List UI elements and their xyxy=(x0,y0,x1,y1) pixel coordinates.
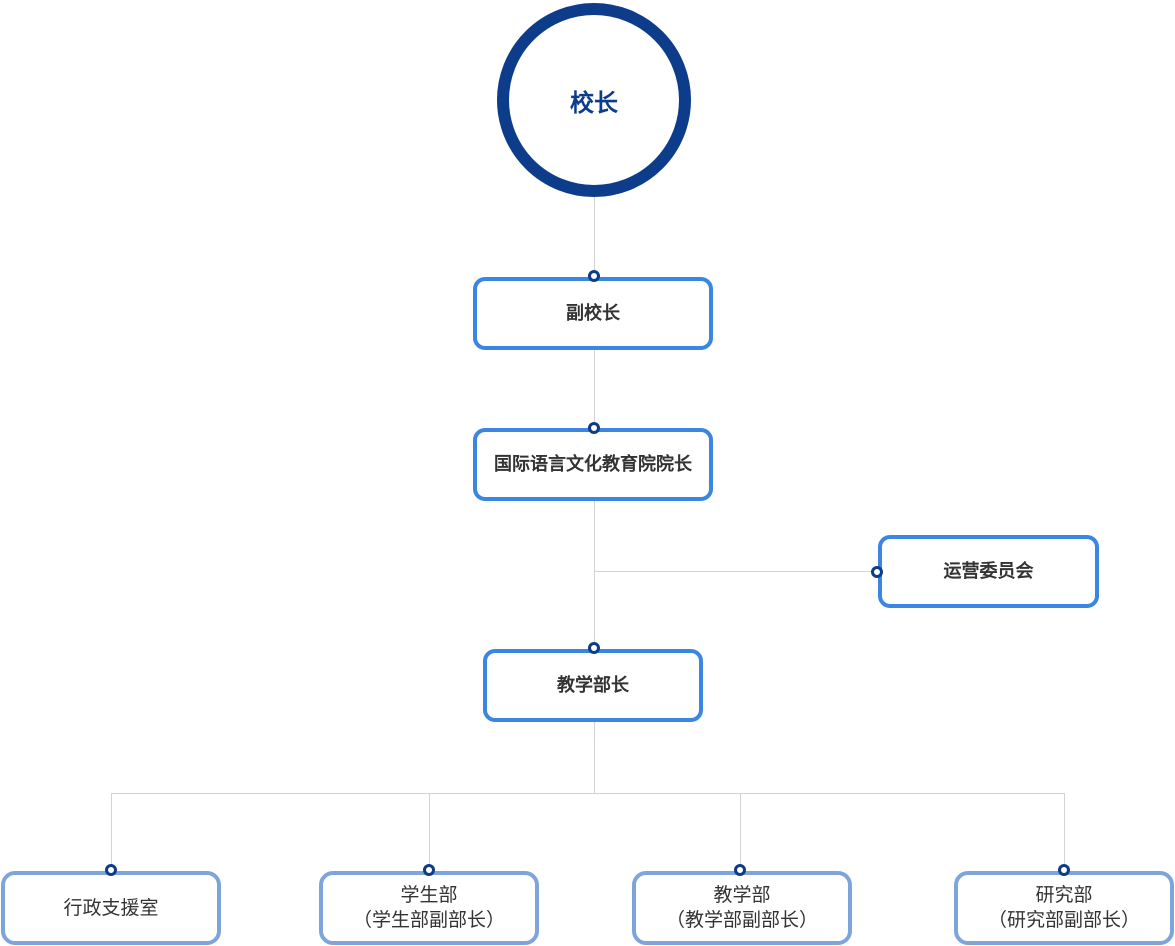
connector-dot-dept-1 xyxy=(105,864,117,876)
connector-departments-bus xyxy=(111,793,1065,794)
dept-research-node[interactable]: 研究部 （研究部副部长） xyxy=(954,871,1174,945)
connector-dot-dept-3 xyxy=(734,864,746,876)
academic-dean-node[interactable]: 教学部长 xyxy=(483,649,703,722)
dept-teaching-name: 教学部 xyxy=(713,884,771,907)
dept-student-sub: （学生部副部长） xyxy=(352,909,505,931)
connector-dot-committee xyxy=(871,566,883,578)
dept-teaching-sub: （教学部副部长） xyxy=(665,909,818,931)
dept-student-name: 学生部 xyxy=(400,884,458,907)
connector-vice-to-dean xyxy=(594,349,595,429)
connector-dept-1 xyxy=(111,793,112,871)
dept-admin-name: 行政支援室 xyxy=(63,896,159,919)
connector-academic-down xyxy=(594,720,595,794)
dept-research-sub: （研究部副部长） xyxy=(987,909,1140,931)
connector-dot-vice xyxy=(588,270,600,282)
dept-student-node[interactable]: 学生部 （学生部副部长） xyxy=(319,871,539,945)
institute-dean-node[interactable]: 国际语言文化教育院院长 xyxy=(473,428,713,501)
connector-dept-4 xyxy=(1064,793,1065,871)
connector-dept-3 xyxy=(740,793,741,871)
connector-dot-dean xyxy=(588,422,600,434)
connector-dot-dept-4 xyxy=(1058,864,1070,876)
connector-top-to-vice xyxy=(594,195,595,277)
connector-dot-academic xyxy=(588,642,600,654)
principal-label: 校长 xyxy=(570,88,618,117)
operations-committee-node[interactable]: 运营委员会 xyxy=(878,535,1099,608)
academic-dean-label: 教学部长 xyxy=(557,674,629,696)
vice-principal-label: 副校长 xyxy=(566,302,620,324)
dept-admin-node[interactable]: 行政支援室 xyxy=(1,871,221,945)
connector-to-committee xyxy=(594,571,878,572)
institute-dean-label: 国际语言文化教育院院长 xyxy=(494,453,692,475)
dept-research-name: 研究部 xyxy=(1035,884,1093,907)
operations-committee-label: 运营委员会 xyxy=(943,560,1034,582)
dept-teaching-node[interactable]: 教学部 （教学部副部长） xyxy=(632,871,852,945)
connector-dept-2 xyxy=(429,793,430,871)
connector-dean-to-academic xyxy=(594,500,595,650)
principal-node[interactable]: 校长 xyxy=(497,3,691,197)
vice-principal-node[interactable]: 副校长 xyxy=(473,277,713,350)
connector-dot-dept-2 xyxy=(423,864,435,876)
